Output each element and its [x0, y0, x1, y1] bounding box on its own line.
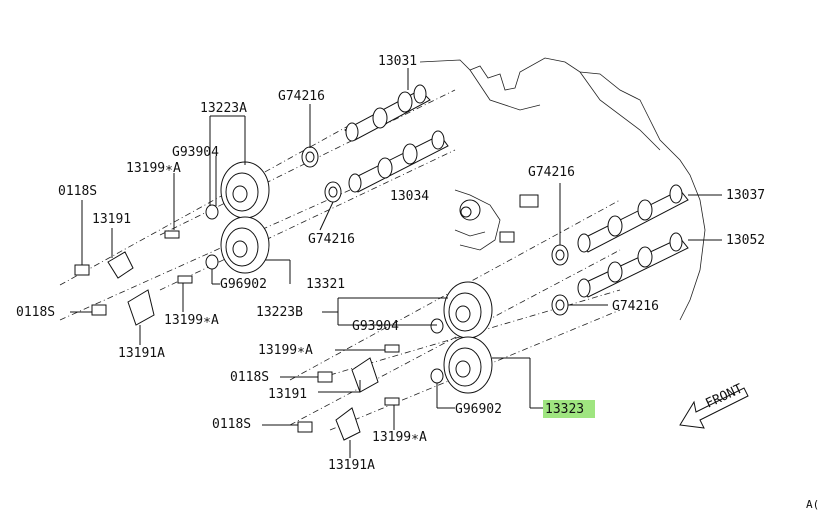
camshaft-13037	[577, 184, 689, 253]
o-ring-g93904-top	[205, 204, 219, 220]
o-ring-g96902-bot	[430, 368, 444, 384]
plate-13191a-1	[127, 289, 155, 326]
label-13191a-2: 13191A	[328, 458, 375, 473]
o-ring-g96902-top	[205, 254, 219, 270]
label-13199a-3: 13199∗A	[258, 343, 313, 358]
plate-13191a-2	[335, 407, 361, 441]
camshaft-13052	[577, 232, 689, 298]
label-13223b: 13223B	[256, 305, 303, 320]
label-g93904-bot: G93904	[352, 319, 399, 334]
plate-13191-2	[351, 357, 379, 393]
bolt-0118s-1	[74, 200, 90, 276]
camshaft-13031	[344, 84, 431, 142]
label-0118s-1: 0118S	[58, 184, 97, 199]
bolt-13199a-2	[177, 275, 193, 284]
bolt-0118s-4	[262, 421, 313, 433]
label-13191a-1: 13191A	[118, 346, 165, 361]
label-0118s-2: 0118S	[16, 305, 55, 320]
label-g93904-top: G93904	[172, 145, 219, 160]
label-g96902-top: G96902	[220, 277, 267, 292]
label-0118s-4: 0118S	[212, 417, 251, 432]
label-g74216-right-top: G74216	[528, 165, 575, 180]
highlight-13323	[543, 400, 595, 418]
bolt-0118s-2	[70, 304, 107, 316]
label-g74216-top: G74216	[278, 89, 325, 104]
bolt-13199a-4	[384, 397, 400, 406]
label-13321: 13321	[306, 277, 345, 292]
label-13037: 13037	[726, 188, 765, 203]
cam-sprocket-13321	[220, 216, 270, 274]
label-0118s-3: 0118S	[230, 370, 269, 385]
label-13052: 13052	[726, 233, 765, 248]
front-arrow-icon	[679, 387, 749, 429]
label-13223a: 13223A	[200, 101, 247, 116]
cam-sprocket-13323	[443, 336, 493, 394]
label-13031: 13031	[378, 54, 417, 69]
label-13034: 13034	[390, 189, 429, 204]
label-13199a-1: 13199∗A	[126, 161, 181, 176]
label-13191-2: 13191	[268, 387, 307, 402]
bolt-13199a-1	[164, 230, 180, 239]
cam-sprocket-13223b	[443, 281, 493, 339]
plate-13191-1	[107, 251, 134, 279]
label-g96902-bot: G96902	[455, 402, 502, 417]
camshaft-13034	[348, 130, 449, 193]
label-corner: A(	[806, 498, 819, 511]
cam-sprocket-13223a	[220, 161, 270, 219]
label-front: FRONT	[703, 381, 745, 411]
label-13191-1: 13191	[92, 212, 131, 227]
label-13199a-4: 13199∗A	[372, 430, 427, 445]
label-g74216-mid: G74216	[308, 232, 355, 247]
bolt-13199a-3	[384, 344, 400, 353]
label-13323: 13323	[545, 402, 584, 417]
bolt-0118s-3	[280, 371, 333, 383]
label-g74216-right: G74216	[612, 299, 659, 314]
cylinder-head-outline	[419, 57, 706, 321]
label-13199a-2: 13199∗A	[164, 313, 219, 328]
o-ring-g93904-bot	[430, 318, 444, 334]
